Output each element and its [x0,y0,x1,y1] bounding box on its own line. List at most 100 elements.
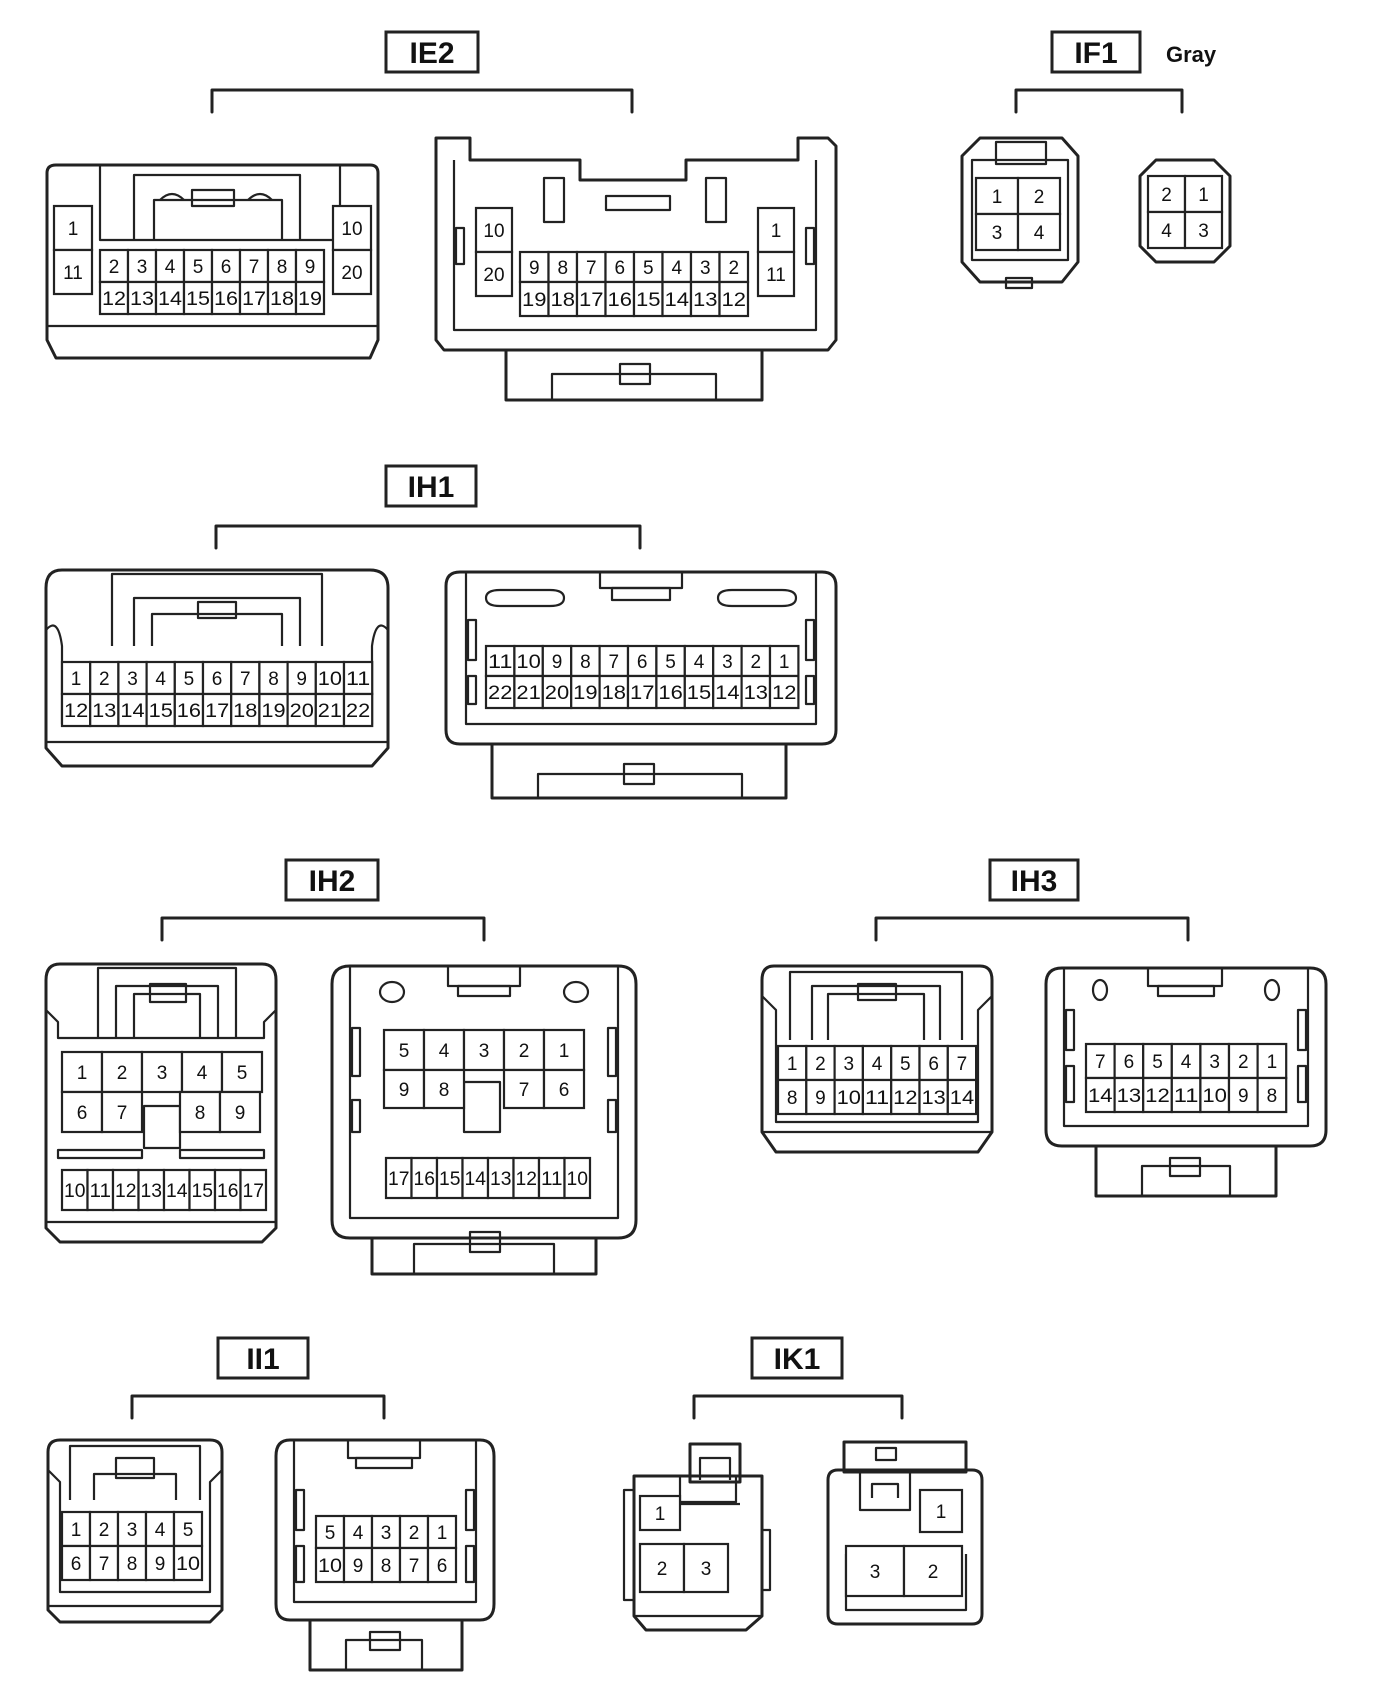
connector-ii1-label: II1 [246,1343,279,1376]
pin-number: 14 [166,1181,188,1202]
pin-number: 6 [637,652,648,673]
pin-number: 5 [900,1054,911,1075]
pin-number: 3 [127,1520,138,1541]
pin-cell [718,280,750,318]
pin-number: 1 [1267,1052,1278,1073]
pin-number: 3 [700,258,711,279]
pin-number: 9 [1238,1086,1249,1107]
pin-number: 18 [551,290,576,311]
pin-cell [384,1156,413,1200]
pin-number: 1 [779,652,790,673]
pin-cell [1256,1076,1288,1114]
pin-number: 8 [268,669,279,690]
pin-number: 4 [155,669,166,690]
pin-cell [98,280,130,316]
pin-number: 6 [437,1556,448,1577]
pin-number: 9 [552,652,563,673]
pin-number: 13 [693,290,718,311]
pin-number: 6 [559,1080,570,1101]
pin-cell [1199,1076,1231,1114]
pin-number: 12 [722,290,747,311]
pin-number: 20 [290,701,314,722]
pin-cell [1016,212,1062,252]
pin-cell [178,1090,222,1134]
pin-number: 11 [766,265,786,286]
pin-number: 20 [483,265,504,286]
pin-cell [331,204,373,252]
pin-number: 20 [341,263,362,284]
pin-cell [518,280,550,318]
pin-number: 3 [137,257,148,278]
pin-number: 8 [277,257,288,278]
pin-cell [756,250,796,298]
pin-number: 3 [157,1063,168,1084]
pin-number: 21 [318,701,342,722]
pin-number: 8 [557,258,568,279]
pin-cell [1183,210,1224,250]
pin-cell [462,1028,506,1072]
pin-number: 9 [235,1103,246,1124]
pin-number: 11 [488,652,512,673]
pin-number: 11 [1174,1086,1199,1107]
pin-number: 4 [165,257,176,278]
pin-number: 4 [671,258,682,279]
pin-number: 10 [516,652,540,673]
pin-cell [140,1050,184,1094]
pin-number: 11 [346,669,370,690]
pin-cell [60,1050,104,1094]
pin-number: 8 [787,1088,798,1109]
pin-number: 16 [214,289,238,310]
pin-number: 13 [1117,1086,1142,1107]
pin-number: 11 [90,1181,112,1202]
pin-number: 9 [296,669,307,690]
pin-number: 2 [751,652,762,673]
connector-ih1-label: IH1 [408,471,455,504]
pin-cell [100,1090,144,1134]
pin-number: 13 [92,701,116,722]
pin-cell [563,1156,592,1200]
pin-number: 10 [176,1554,200,1575]
pin-cell [626,644,658,678]
pin-cell [1016,176,1062,216]
pin-cell [286,692,317,728]
pin-cell [1170,1076,1202,1114]
pin-number: 3 [1198,221,1209,242]
pin-cell [1256,1042,1288,1080]
pin-number: 18 [270,289,294,310]
pin-number: 1 [787,1054,798,1075]
pin-number: 11 [865,1088,889,1109]
pin-number: 12 [893,1088,917,1109]
pin-number: 9 [353,1556,364,1577]
pin-number: 9 [529,258,540,279]
pin-number: 15 [636,290,661,311]
pin-cell [512,1156,541,1200]
pin-number: 2 [519,1041,530,1062]
pin-number: 4 [1181,1052,1192,1073]
pin-number: 19 [573,683,597,704]
pin-cell [218,1090,262,1134]
pin-cell [740,674,772,710]
pin-number: 3 [381,1523,392,1544]
pin-cell [410,1156,439,1200]
pin-cell [756,206,796,254]
pin-number: 4 [155,1520,166,1541]
connector-ih3-label: IH3 [1011,865,1058,898]
pin-number: 7 [117,1103,128,1124]
pin-number: 15 [687,683,711,704]
